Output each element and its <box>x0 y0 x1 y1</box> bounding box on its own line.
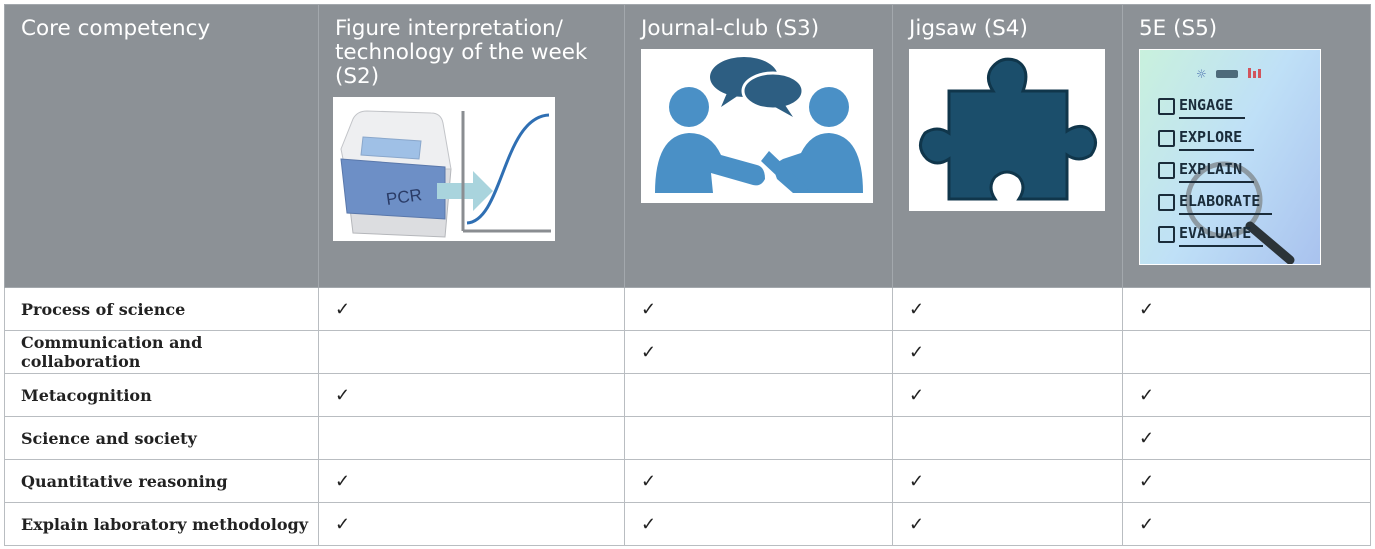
five-e-step-label: EXPLORE <box>1179 125 1255 151</box>
check-cell: ✓ <box>1122 287 1371 331</box>
check-cell <box>892 416 1123 460</box>
pcr-machine-icon: PCR <box>333 97 555 241</box>
check-cell: ✓ <box>892 330 1123 374</box>
check-cell <box>318 330 625 374</box>
checkbox-icon <box>1158 161 1175 179</box>
competency-label: Science and society <box>4 416 319 460</box>
check-cell: ✓ <box>318 373 625 417</box>
five-e-step-label: EVALUATE <box>1179 221 1264 247</box>
column-header-jigsaw: Jigsaw (S4) <box>892 4 1123 288</box>
checkbox-icon <box>1158 225 1175 243</box>
five-e-step: EXPLORE <box>1158 122 1272 154</box>
jigsaw-illustration <box>909 49 1112 211</box>
competency-label: Process of science <box>4 287 319 331</box>
five-e-step: ELABORATE <box>1158 186 1273 218</box>
column-header-label: 5E (S5) <box>1139 16 1218 41</box>
table-row: Process of science ✓ ✓ ✓ ✓ <box>4 287 1371 331</box>
check-cell: ✓ <box>1122 459 1371 503</box>
check-cell: ✓ <box>892 373 1123 417</box>
check-cell: ✓ <box>1122 373 1371 417</box>
column-header-5e: 5E (S5) ☼ <box>1122 4 1371 288</box>
conversation-icon <box>641 49 873 203</box>
table-row: Quantitative reasoning ✓ ✓ ✓ ✓ <box>4 459 1371 503</box>
table-row: Science and society ✓ <box>4 416 1371 460</box>
check-cell: ✓ <box>318 287 625 331</box>
competency-label: Communication and collaboration <box>4 330 319 374</box>
column-header-label: Figure interpretation/ technology of the… <box>335 16 588 89</box>
five-e-step: ENGAGE <box>1158 90 1272 122</box>
five-e-step-label: ENGAGE <box>1179 93 1246 119</box>
check-cell: ✓ <box>624 502 893 546</box>
check-cell <box>1122 330 1371 374</box>
five-e-step: EVALUATE <box>1158 218 1272 250</box>
five-e-steps: ENGAGE EXPLORE EXPLAIN <box>1158 90 1273 250</box>
checkbox-icon <box>1158 193 1175 211</box>
table-row: Communication and collaboration ✓ ✓ <box>4 330 1371 374</box>
competency-table: Core competency Figure interpretation/ t… <box>4 4 1371 546</box>
check-cell: ✓ <box>892 287 1123 331</box>
check-cell: ✓ <box>318 502 625 546</box>
column-header-label: Journal-club (S3) <box>641 16 820 41</box>
journal-club-illustration <box>641 49 882 203</box>
table-row: Explain laboratory methodology ✓ ✓ ✓ ✓ <box>4 502 1371 546</box>
table-row: Metacognition ✓ ✓ ✓ <box>4 373 1371 417</box>
puzzle-piece-icon <box>909 49 1105 211</box>
competency-label: Quantitative reasoning <box>4 459 319 503</box>
check-cell <box>624 416 893 460</box>
check-cell: ✓ <box>624 459 893 503</box>
check-cell: ✓ <box>318 459 625 503</box>
pcr-illustration: PCR <box>333 97 614 241</box>
competency-label: Metacognition <box>4 373 319 417</box>
svg-text:☼: ☼ <box>1196 67 1207 81</box>
five-e-decorations: ☼ <box>1185 67 1295 264</box>
check-cell: ✓ <box>892 502 1123 546</box>
check-cell: ✓ <box>1122 502 1371 546</box>
column-header-label: Core competency <box>21 16 211 41</box>
five-e-step-label: EXPLAIN <box>1179 157 1255 183</box>
check-cell <box>624 373 893 417</box>
column-header-label: Jigsaw (S4) <box>909 16 1028 41</box>
check-cell <box>318 416 625 460</box>
check-cell: ✓ <box>624 330 893 374</box>
check-cell: ✓ <box>624 287 893 331</box>
column-header-core-competency: Core competency <box>4 4 319 288</box>
competency-label: Explain laboratory methodology <box>4 502 319 546</box>
column-header-figure-interpretation: Figure interpretation/ technology of the… <box>318 4 625 288</box>
column-header-journal-club: Journal-club (S3) <box>624 4 893 288</box>
pcr-device-label: PCR <box>385 185 423 209</box>
five-e-illustration: ☼ ENGAGE <box>1139 49 1360 265</box>
check-cell: ✓ <box>1122 416 1371 460</box>
checkbox-icon <box>1158 129 1175 147</box>
five-e-step: EXPLAIN <box>1158 154 1272 186</box>
five-e-checklist-card: ☼ ENGAGE <box>1139 49 1321 265</box>
five-e-step-label: ELABORATE <box>1179 189 1273 215</box>
header-row: Core competency Figure interpretation/ t… <box>4 4 1371 288</box>
checkbox-icon <box>1158 97 1175 115</box>
check-cell: ✓ <box>892 459 1123 503</box>
